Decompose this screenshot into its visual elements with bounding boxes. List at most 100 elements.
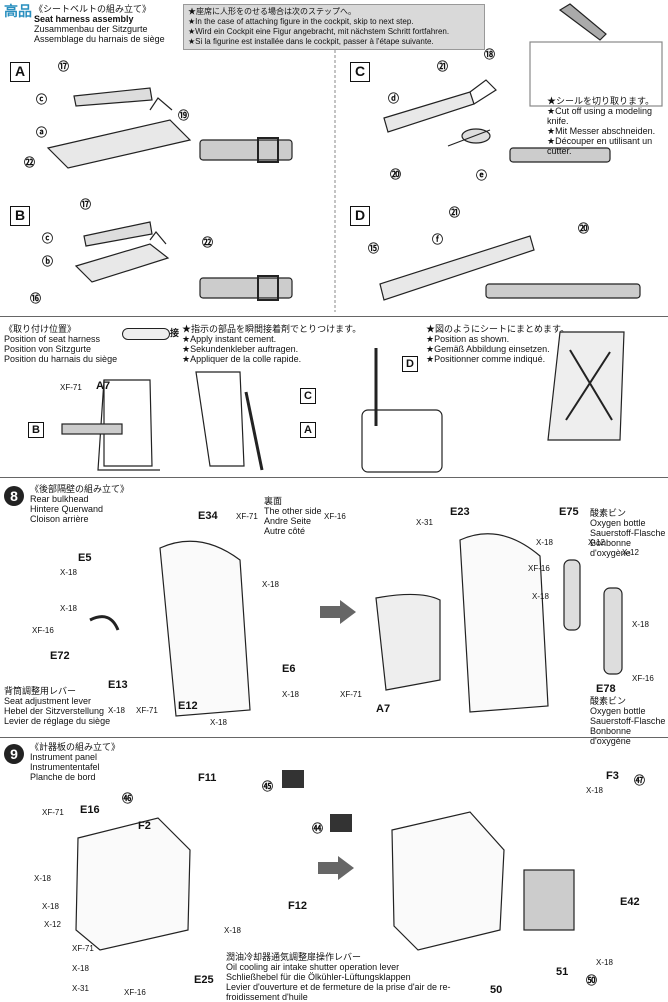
note-line: 潤油冷却器通気調整扉操作レバー — [226, 952, 362, 962]
substep-b-box: B — [10, 206, 30, 226]
substep-d-box: D — [350, 206, 370, 226]
note-line: Bonbonne d'oxygène — [590, 538, 632, 558]
part-label: A7 — [96, 380, 111, 392]
note-line: ★図のようにシートにまとめます。 — [426, 324, 570, 334]
paint-code: X-18 — [108, 706, 125, 715]
glue-label: 接 — [170, 328, 180, 338]
harness-d-box: D — [402, 356, 418, 372]
header-line: Instrumententafel — [30, 762, 100, 772]
note-line: ★Positionner comme indiqué. — [426, 354, 546, 364]
note-line: Oxygen bottle — [590, 518, 646, 528]
note-line: ★Wird ein Cockpit eine Figur angebracht,… — [188, 27, 450, 36]
note-line: 裏面 — [264, 496, 283, 506]
part-label: E72 — [50, 650, 70, 662]
paint-code: X-12 — [588, 538, 605, 547]
section-divider — [0, 477, 668, 478]
paint-code: X-18 — [210, 718, 227, 727]
note-line: Levier d'ouverture et de fermeture de la… — [226, 982, 451, 992]
header-line: Rear bulkhead — [30, 494, 89, 504]
part-label: F12 — [288, 900, 307, 912]
part-number: ㉑ — [449, 207, 460, 219]
part-label: A7 — [376, 703, 391, 715]
paint-code: XF-16 — [32, 626, 54, 635]
note-line: Sauerstoff-Flasche — [590, 528, 666, 538]
instant-cement-note: ★指示の部品を瞬間接着剤でとりつけます。 ★Apply instant ceme… — [182, 324, 361, 364]
header-line: Position von Sitzgurte — [4, 344, 92, 354]
substep-c-box: C — [350, 62, 370, 82]
step-9-number: 9 — [4, 744, 24, 764]
part-number: ⑳ — [578, 223, 589, 235]
paint-code: X-12 — [622, 548, 639, 557]
knife-note: ★シールを切り取ります。 ★Cut off using a modeling k… — [547, 96, 668, 156]
paint-code: XF-16 — [324, 512, 346, 521]
other-side-note: 裏面 The other side Andre Seite Autre côté — [264, 496, 322, 536]
header-line: 《計器板の組み立て》 — [30, 742, 121, 752]
part-label: E78 — [596, 683, 616, 695]
paint-code: X-18 — [632, 620, 649, 629]
paint-code: XF-71 — [72, 944, 94, 953]
oxygen-bottle-note-top: 酸素ビン Oxygen bottle Sauerstoff-Flasche Bo… — [590, 508, 668, 558]
paint-code: X-18 — [586, 786, 603, 795]
note-line: 酸素ビン — [590, 696, 627, 706]
part-label: E42 — [620, 896, 640, 908]
part-number: ㊹ — [312, 823, 323, 835]
part-label: E13 — [108, 679, 128, 691]
part-number: 50 — [490, 984, 503, 996]
note-line: ★Mit Messer abschneiden. — [547, 126, 656, 136]
header-line: Cloison arrière — [30, 514, 89, 524]
paint-code: X-18 — [532, 592, 549, 601]
section-divider — [0, 316, 668, 317]
part-number: ㊻ — [122, 793, 133, 805]
paint-code: X-18 — [72, 964, 89, 973]
header-line: Position of seat harness — [4, 334, 101, 344]
part-number: ⓐ — [36, 127, 47, 139]
part-label: E16 — [80, 804, 100, 816]
header-line: 《取り付け位置》 — [4, 324, 77, 334]
step-9-header: 《計器板の組み立て》 Instrument panel Instrumenten… — [30, 742, 120, 782]
paint-code: X-18 — [42, 902, 59, 911]
note-line: The other side — [264, 506, 322, 516]
note-line: Autre côté — [264, 526, 306, 536]
part-number: 51 — [556, 966, 569, 978]
note-line: 酸素ビン — [590, 508, 627, 518]
part-label: E34 — [198, 510, 218, 522]
paint-code: XF-16 — [632, 674, 654, 683]
part-number: ⓔ — [476, 170, 487, 182]
paint-code: XF-16 — [528, 564, 550, 573]
part-label: F11 — [198, 772, 217, 784]
note-line: ★Si la figurine est installée dans le co… — [188, 37, 434, 46]
paint-code: X-18 — [262, 580, 279, 589]
step-8-header: 《後部隔壁の組み立て》 Rear bulkhead Hintere Querwa… — [30, 484, 129, 524]
paint-code: XF-71 — [340, 690, 362, 699]
seat-lever-note: 背筒調整用レバー Seat adjustment lever Hebel der… — [4, 686, 110, 726]
part-label: E12 — [178, 700, 198, 712]
paint-code: X-18 — [282, 690, 299, 699]
note-line: ★シールを切り取ります。 — [547, 96, 655, 106]
part-label: E23 — [450, 506, 470, 518]
paint-code: XF-71 — [136, 706, 158, 715]
part-label: E5 — [78, 552, 92, 564]
substep-a-box: A — [10, 62, 30, 82]
position-header: 《取り付け位置》 Position of seat harness Positi… — [4, 324, 117, 364]
part-number: ㊼ — [634, 775, 645, 787]
part-number: ⑳ — [390, 169, 401, 181]
header-line: 《後部隔壁の組み立て》 — [30, 484, 130, 494]
part-number: ⑱ — [484, 49, 495, 61]
note-line: ★Sekundenkleber auftragen. — [182, 344, 299, 354]
paint-code: X-18 — [224, 926, 241, 935]
part-number: ⓕ — [432, 234, 443, 246]
paint-code: XF-71 — [236, 512, 258, 521]
note-line: Sauerstoff-Flasche — [590, 716, 666, 726]
seat-harness-header: 《シートベルトの組み立て》 Seat harness assembly Zusa… — [34, 4, 165, 44]
header-line: 《シートベルトの組み立て》 — [34, 4, 152, 14]
note-line: ★Découper en utilisant un cutter. — [547, 136, 653, 156]
part-label: E75 — [559, 506, 579, 518]
paint-code: X-18 — [596, 958, 613, 967]
part-label: F3 — [606, 770, 619, 782]
note-line: Seat adjustment lever — [4, 696, 92, 706]
paint-code: XF-16 — [124, 988, 146, 997]
part-label: F2 — [138, 820, 151, 832]
note-line: ★Cut off using a modeling knife. — [547, 106, 652, 126]
header-line: Assemblage du harnais de siège — [34, 34, 165, 44]
